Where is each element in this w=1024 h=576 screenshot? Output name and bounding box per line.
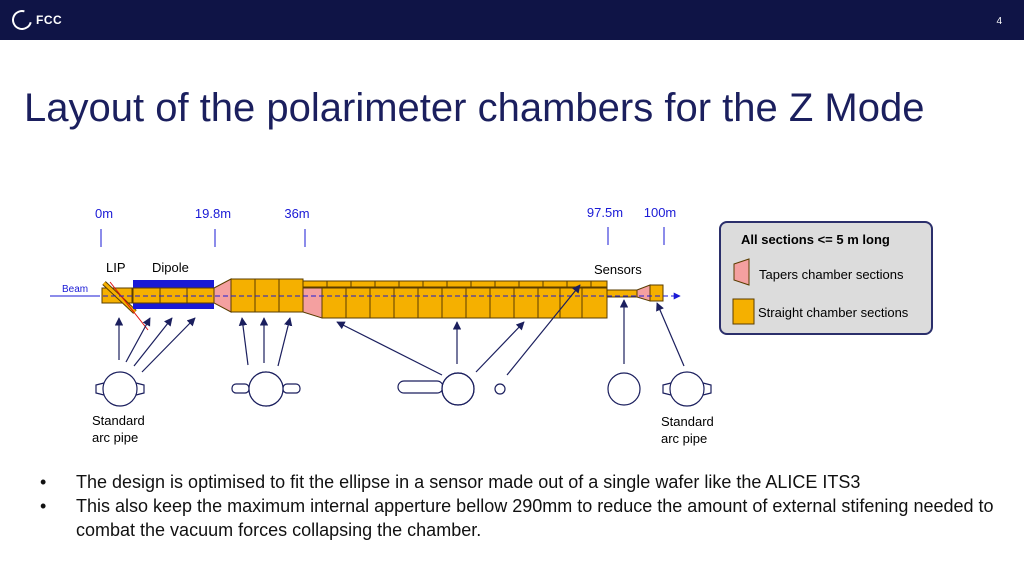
taper-swatch-icon: [733, 258, 750, 286]
marker-19-8m: 19.8m: [195, 206, 231, 221]
pipe-section-5: [607, 372, 641, 406]
bullet-item: • The design is optimised to fit the ell…: [40, 470, 1000, 494]
legend-box: All sections <= 5 m long Tapers chamber …: [719, 221, 933, 335]
distance-markers: 0m 19.8m 36m 97.5m 100m: [95, 205, 676, 221]
pipe-section-1: [102, 371, 138, 407]
standard-pipe-left-line1: Standard: [92, 413, 145, 428]
logo-text: FCC: [36, 13, 63, 27]
dipole-section: [132, 280, 215, 309]
marker-97-5m: 97.5m: [587, 205, 623, 220]
sensors-label: Sensors: [594, 262, 642, 277]
standard-pipe-right-line2: arc pipe: [661, 431, 707, 446]
cross-sections: [95, 371, 712, 407]
standard-pipe-left-line2: arc pipe: [92, 430, 138, 445]
downstream-chambers: [606, 284, 664, 302]
legend-straight-label: Straight chamber sections: [758, 305, 909, 320]
pipe-section-4: [494, 383, 506, 395]
standard-pipe-right-line1: Standard: [661, 414, 714, 429]
legend-title: All sections <= 5 m long: [741, 232, 890, 247]
lip-label: LIP: [106, 260, 126, 275]
pipe-section-3: [397, 380, 444, 394]
bullet-text: This also keep the maximum internal appe…: [76, 496, 994, 540]
bullet-text: The design is optimised to fit the ellip…: [76, 472, 861, 492]
legend-swatches: [732, 258, 755, 325]
bullet-item: • This also keep the maximum internal ap…: [40, 494, 1000, 542]
cross-section-arrows: [114, 284, 685, 376]
fcc-logo: FCC: [8, 6, 63, 34]
header-bar: FCC 4: [0, 0, 1024, 40]
beam-label: Beam: [62, 284, 88, 295]
main-chambers: [302, 280, 608, 319]
marker-36m: 36m: [284, 206, 309, 221]
marker-ticks: [100, 227, 665, 247]
legend-taper-label: Tapers chamber sections: [759, 267, 904, 282]
dipole-label: Dipole: [152, 260, 189, 275]
marker-100m: 100m: [644, 205, 677, 220]
bullet-dot-icon: •: [40, 472, 47, 492]
bullet-dot-icon: •: [40, 496, 47, 516]
lip-section: [101, 281, 149, 331]
straight-swatch-icon: [732, 298, 755, 325]
page-title: Layout of the polarimeter chambers for t…: [24, 86, 925, 130]
marker-0m: 0m: [95, 206, 113, 221]
pipe-section-6: [669, 371, 705, 407]
bullet-list: • The design is optimised to fit the ell…: [40, 470, 1000, 542]
page-number: 4: [996, 16, 1002, 27]
